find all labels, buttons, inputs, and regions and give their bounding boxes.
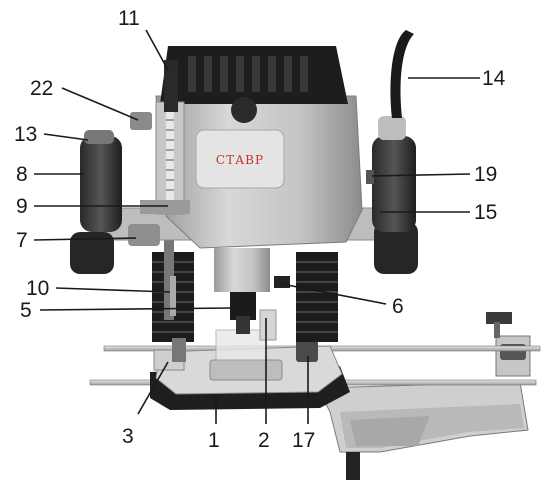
callout-5: 5 <box>20 299 32 322</box>
callout-13: 13 <box>14 123 38 146</box>
callout-11: 11 <box>118 7 140 30</box>
callout-14: 14 <box>482 67 506 90</box>
callout-6: 6 <box>392 295 404 318</box>
motor-housing: СТАВР <box>155 46 363 249</box>
callout-3: 3 <box>122 425 134 448</box>
callout-17: 17 <box>292 429 316 452</box>
left-handle <box>80 130 160 246</box>
power-cord <box>390 30 414 118</box>
callout-9: 9 <box>16 195 28 218</box>
callout-2: 2 <box>258 429 270 452</box>
brand-label: СТАВР <box>216 153 264 167</box>
callout-7: 7 <box>16 229 28 252</box>
parallel-guide <box>317 312 531 480</box>
right-handle <box>366 116 416 232</box>
leader-lines <box>33 29 480 424</box>
callout-22: 22 <box>30 77 54 100</box>
base-lock <box>172 309 277 362</box>
spindle-collet <box>214 248 290 334</box>
callout-10: 10 <box>26 277 50 300</box>
base-plate <box>150 329 350 410</box>
callout-19: 19 <box>474 163 498 186</box>
depth-scale <box>130 60 190 215</box>
plunge-columns <box>152 230 338 342</box>
callout-1: 1 <box>208 429 220 452</box>
callout-15: 15 <box>474 201 498 224</box>
callout-8: 8 <box>16 163 28 186</box>
